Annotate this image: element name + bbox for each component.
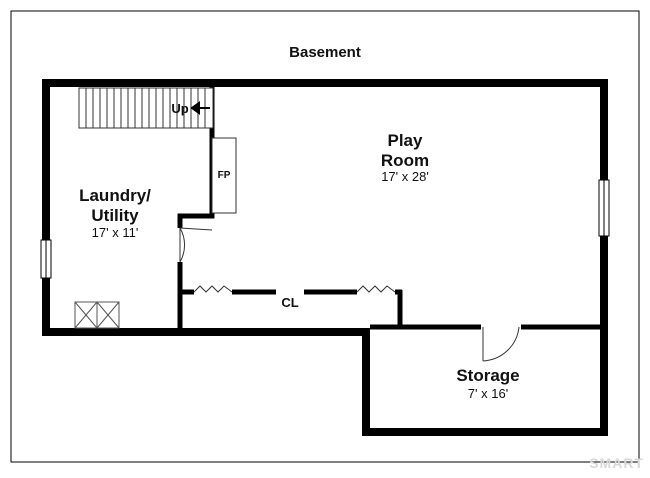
stair-treads <box>85 88 206 128</box>
closet-bifold-right <box>356 285 396 293</box>
stairs-arrow-icon <box>190 101 210 115</box>
window-right <box>598 179 610 237</box>
play-name-line2: Room <box>380 151 430 170</box>
watermark-logo: SMART <box>589 455 644 471</box>
closet-label: CL <box>281 295 299 310</box>
play-name-line1: Play <box>387 131 423 150</box>
storage-door <box>482 326 520 362</box>
fireplace <box>211 137 237 214</box>
closet-bifold-left <box>193 285 233 293</box>
window-left <box>40 239 52 279</box>
laundry-name-line1: Laundry/ <box>79 186 151 205</box>
laundry-room-name: Laundry/ Utility <box>60 186 170 226</box>
play-room-name: Play Room <box>350 131 460 171</box>
exterior-walls <box>42 79 608 436</box>
fireplace-label: FP <box>217 170 231 181</box>
floor-title: Basement <box>289 44 361 61</box>
frame-border <box>10 10 640 463</box>
storage-room-dims: 7' x 16' <box>467 386 509 401</box>
interior-walls <box>177 87 600 330</box>
laundry-door <box>179 227 213 263</box>
laundry-name-line2: Utility <box>91 206 139 225</box>
storage-room-name: Storage <box>456 366 520 385</box>
stairs-up-label: Up <box>171 101 189 116</box>
laundry-room-dims: 17' x 11' <box>91 225 139 240</box>
play-room-dims: 17' x 28' <box>381 169 429 184</box>
appliance-icon <box>74 301 120 329</box>
